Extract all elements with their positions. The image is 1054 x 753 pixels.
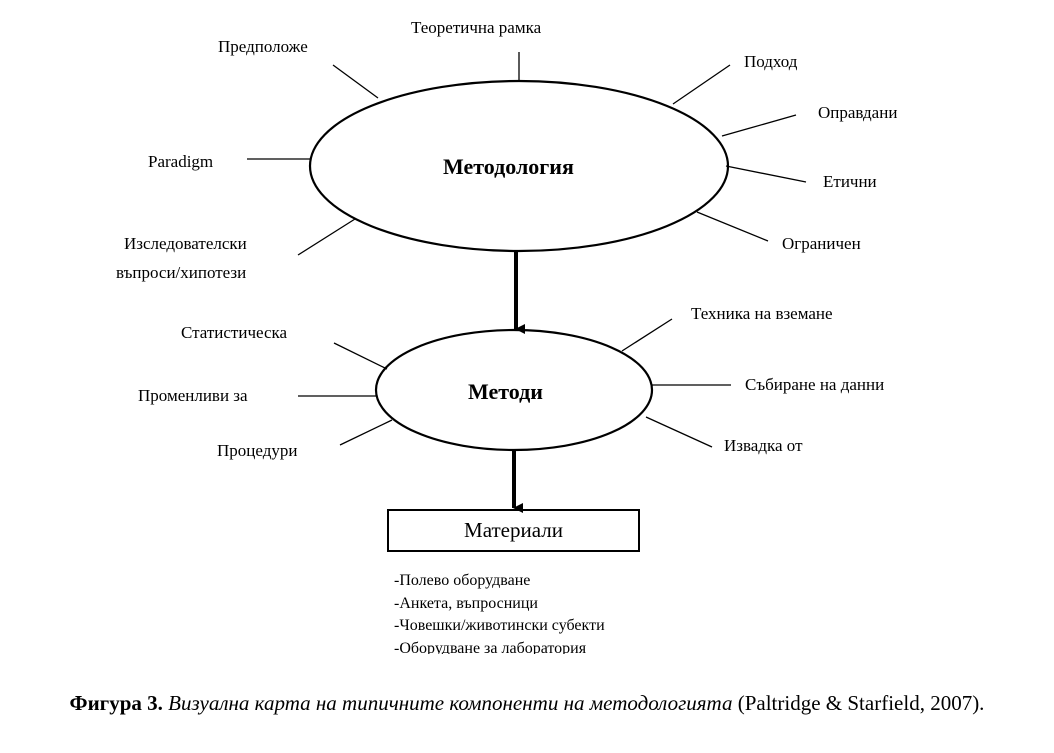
label-ethical: Етични [823,172,877,191]
materials-box: Материали [387,509,640,552]
label-theoretical-framework: Теоретична рамка [411,18,542,37]
methods-title: Методи [468,379,543,404]
label-statistical: Статистическа [181,323,288,342]
spoke-sample [645,416,713,448]
spoke-justified [721,114,797,137]
label-data-collection: Събиране на данни [745,375,885,394]
methodology-title: Методология [443,154,574,179]
materials-item: -Оборудване за лаборатория [394,639,587,655]
materials-item: -Анкета, въпросници [394,594,538,612]
label-justified: Оправдани [818,103,898,122]
label-assumptions: Предположе [218,37,308,56]
materials-list: -Полево оборудване -Анкета, въпросници -… [394,570,605,654]
spoke-statistical [333,342,388,370]
materials-title: Материали [464,518,563,542]
label-approach: Подход [744,52,798,71]
spoke-ethical [725,165,807,183]
figure-label: Фигура 3. [69,691,163,715]
figure-title: Визуална карта на типичните компоненти н… [168,691,733,715]
label-sampling-technique: Техника на вземане [691,304,833,323]
label-sample: Извадка от [724,436,803,455]
label-procedures: Процедури [217,441,298,460]
label-research-questions-line1: Изследователски [124,234,247,253]
spoke-procedures [339,419,393,446]
materials-item: -Полево оборудване [394,572,531,589]
label-limited: Ограничен [782,234,861,253]
label-paradigm: Paradigm [148,152,214,171]
figure-caption: Фигура 3. Визуална карта на типичните ко… [0,690,1054,716]
spoke-approach [672,64,731,105]
figure-citation: (Paltridge & Starfield, 2007). [737,691,985,715]
spoke-assumptions [332,64,379,99]
materials-item: -Човешки/животински субекти [394,617,605,634]
spoke-limited [696,211,769,242]
label-research-questions-line2: въпроси/хипотези [116,263,247,282]
spoke-research-questions [297,218,356,256]
spoke-sampling-technique [621,318,673,352]
label-variables: Променливи за [138,386,248,405]
